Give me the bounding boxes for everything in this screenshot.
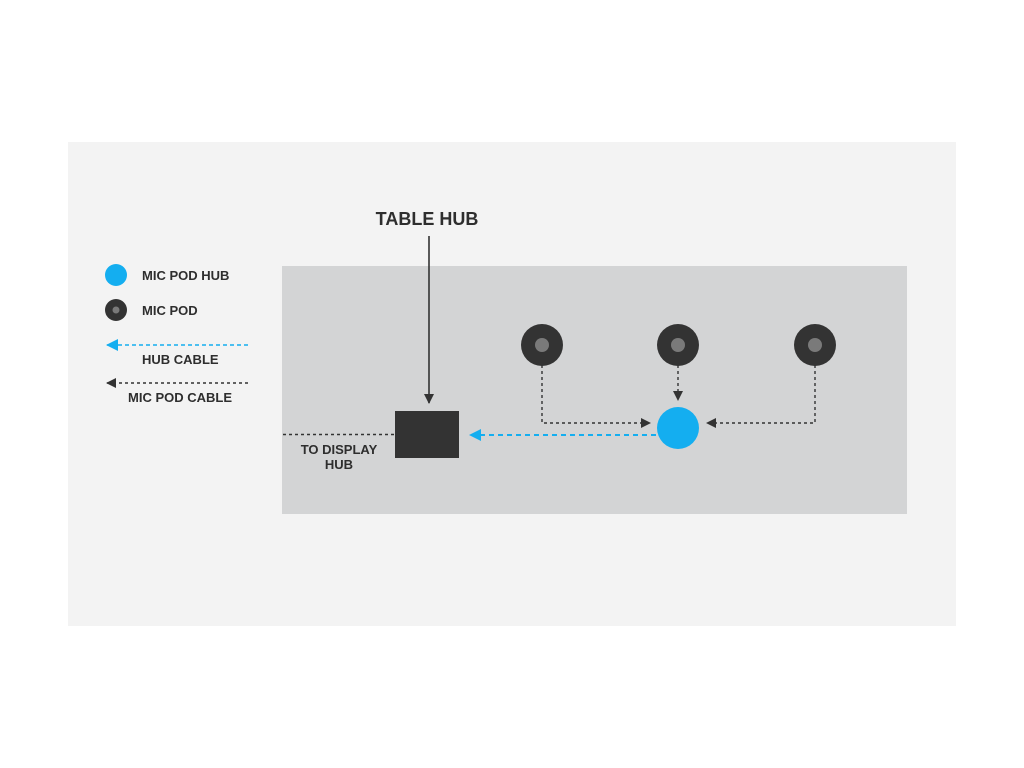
mic-pod-middle [657, 324, 699, 366]
table-hub-title: TABLE HUB [376, 209, 479, 229]
legend-mic-pod-hub-icon [105, 264, 127, 286]
mic-pod-cable-left [541, 365, 651, 428]
legend: MIC POD HUB MIC POD HUB CABLE MIC POD CA… [105, 264, 248, 405]
legend-mic-pod-label: MIC POD [142, 303, 198, 318]
table-area [282, 266, 907, 514]
to-display-hub-label-line2: HUB [325, 457, 353, 472]
legend-mic-pod-cable-label: MIC POD CABLE [128, 390, 232, 405]
table-hub-box [395, 411, 459, 458]
legend-hub-cable-label: HUB CABLE [142, 352, 219, 367]
mic-pod-cable-right [706, 365, 816, 428]
legend-mic-pod-icon-center [112, 306, 120, 314]
mic-pod-right [794, 324, 836, 366]
legend-mic-pod-hub-label: MIC POD HUB [142, 268, 229, 283]
mic-pod-hub [657, 407, 699, 449]
to-display-hub-label: TO DISPLAY [301, 442, 378, 457]
mic-pod-left [521, 324, 563, 366]
